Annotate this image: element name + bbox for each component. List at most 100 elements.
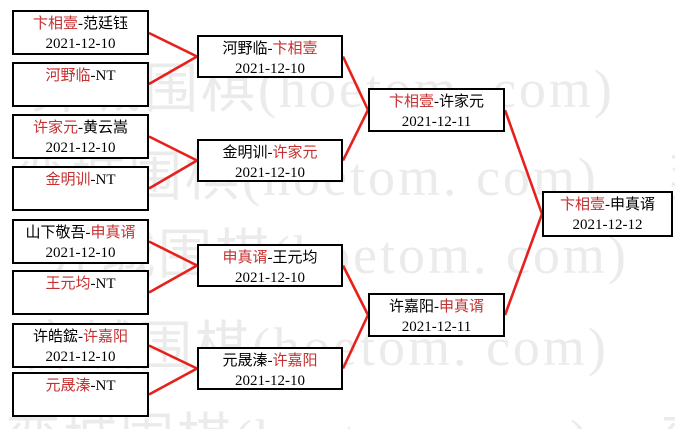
connector-line <box>148 159 198 190</box>
match-players: 卞相壹-范廷钰 <box>14 14 147 34</box>
vs-separator: - <box>78 120 83 136</box>
player-name: 河野临 <box>222 41 268 57</box>
match-box-r16-2: 河野临-NT <box>12 62 149 107</box>
match-players: 许皓鋐-许嘉阳 <box>14 327 147 347</box>
player-name: 许家元 <box>272 145 318 161</box>
connector-line <box>148 55 198 86</box>
match-players: 金明训-NT <box>14 170 147 190</box>
player-name: 王元均 <box>272 250 318 266</box>
connector-line <box>148 367 198 396</box>
player-name: 范廷钰 <box>83 16 129 32</box>
connector-line <box>148 240 198 267</box>
match-box-qf-4: 元晟溱-许嘉阳 2021-12-10 <box>197 347 343 390</box>
match-box-sf-2: 许嘉阳-申真谞 2021-12-11 <box>368 293 505 337</box>
player-name: 元晟溱 <box>222 353 268 369</box>
vs-separator: - <box>267 145 273 161</box>
connector-line <box>148 264 198 294</box>
connector-line <box>148 31 198 58</box>
match-players: 许嘉阳-申真谞 <box>370 297 503 317</box>
match-date: 2021-12-10 <box>235 165 305 181</box>
connector-line <box>341 109 370 162</box>
match-date: 2021-12-11 <box>401 114 472 130</box>
match-box-r16-5: 山下敬吾-申真谞 2021-12-10 <box>12 219 149 264</box>
match-date: 2021-12-10 <box>235 61 305 77</box>
match-box-sf-1: 卞相壹-许家元 2021-12-11 <box>368 88 505 132</box>
match-players: 王元均-NT <box>14 274 147 294</box>
vs-separator: - <box>434 299 439 315</box>
player-name: 许家元 <box>32 120 78 136</box>
player-name: 金明训 <box>45 172 91 188</box>
player-name: 许皓鋐 <box>32 329 78 345</box>
match-box-r16-8: 元晟溱-NT <box>12 372 149 417</box>
match-date: 2021-12-10 <box>45 245 116 261</box>
match-players: 河野临-卞相壹 <box>199 39 341 59</box>
vs-separator: - <box>90 68 96 84</box>
player-name: 申真谞 <box>610 197 656 213</box>
match-players: 申真谞-王元均 <box>199 248 341 268</box>
vs-separator: - <box>90 276 96 292</box>
match-players: 金明训-许家元 <box>199 143 341 163</box>
connector-line <box>341 264 370 316</box>
match-players: 元晟溱-NT <box>14 376 147 396</box>
match-box-qf-3: 申真谞-王元均 2021-12-10 <box>197 244 343 287</box>
vs-separator: - <box>267 41 273 57</box>
match-box-r16-4: 金明训-NT <box>12 166 149 211</box>
player-name: 元晟溱 <box>45 378 91 394</box>
vs-separator: - <box>267 250 273 266</box>
player-name: 申真谞 <box>222 250 268 266</box>
match-date: 2021-12-10 <box>45 349 116 365</box>
match-box-r16-1: 卞相壹-范廷钰 2021-12-10 <box>12 10 149 55</box>
player-name: 卞相壹 <box>32 16 78 32</box>
player-name: 王元均 <box>45 276 91 292</box>
vs-separator: - <box>267 353 273 369</box>
match-date: 2021-12-11 <box>401 319 472 335</box>
match-date: 2021-12-10 <box>235 373 305 389</box>
player-name: 黄云嵩 <box>83 120 129 136</box>
connector-line <box>148 344 198 370</box>
player-name: 许嘉阳 <box>83 329 129 345</box>
vs-separator: - <box>85 225 91 241</box>
player-name: 许家元 <box>439 94 485 110</box>
match-players: 许家元-黄云嵩 <box>14 118 147 138</box>
vs-separator: - <box>78 329 83 345</box>
match-box-final: 卞相壹-申真谞 2021-12-12 <box>542 191 673 237</box>
connector-line <box>341 55 370 111</box>
match-box-r16-3: 许家元-黄云嵩 2021-12-10 <box>12 114 149 159</box>
vs-separator: - <box>605 197 610 213</box>
player-name: 金明训 <box>222 145 268 161</box>
player-name: NT <box>95 378 116 394</box>
player-name: 卞相壹 <box>272 41 318 57</box>
match-date: 2021-12-12 <box>572 217 643 233</box>
vs-separator: - <box>90 378 96 394</box>
connector-line <box>148 135 198 162</box>
connector-line <box>503 213 544 316</box>
match-players: 河野临-NT <box>14 66 147 86</box>
player-name: NT <box>95 276 116 292</box>
match-players: 元晟溱-许嘉阳 <box>199 351 341 371</box>
connector-line <box>503 109 544 215</box>
player-name: 卞相壹 <box>559 197 605 213</box>
connector-line <box>341 314 370 370</box>
player-name: 申真谞 <box>439 299 485 315</box>
match-players: 卞相壹-许家元 <box>370 92 503 112</box>
match-date: 2021-12-10 <box>45 140 116 156</box>
match-date: 2021-12-10 <box>235 270 305 286</box>
match-box-qf-2: 金明训-许家元 2021-12-10 <box>197 139 343 182</box>
player-name: NT <box>95 172 116 188</box>
match-date: 2021-12-10 <box>45 36 116 52</box>
player-name: 许嘉阳 <box>388 299 434 315</box>
player-name: 许嘉阳 <box>272 353 318 369</box>
player-name: 卞相壹 <box>388 94 434 110</box>
match-box-r16-6: 王元均-NT <box>12 270 149 315</box>
match-box-qf-1: 河野临-卞相壹 2021-12-10 <box>197 35 343 78</box>
match-players: 山下敬吾-申真谞 <box>14 223 147 243</box>
vs-separator: - <box>434 94 439 110</box>
player-name: NT <box>95 68 116 84</box>
player-name: 河野临 <box>45 68 91 84</box>
player-name: 申真谞 <box>90 225 136 241</box>
match-box-r16-7: 许皓鋐-许嘉阳 2021-12-10 <box>12 323 149 368</box>
match-players: 卞相壹-申真谞 <box>544 195 671 215</box>
player-name: 山下敬吾 <box>25 225 86 241</box>
